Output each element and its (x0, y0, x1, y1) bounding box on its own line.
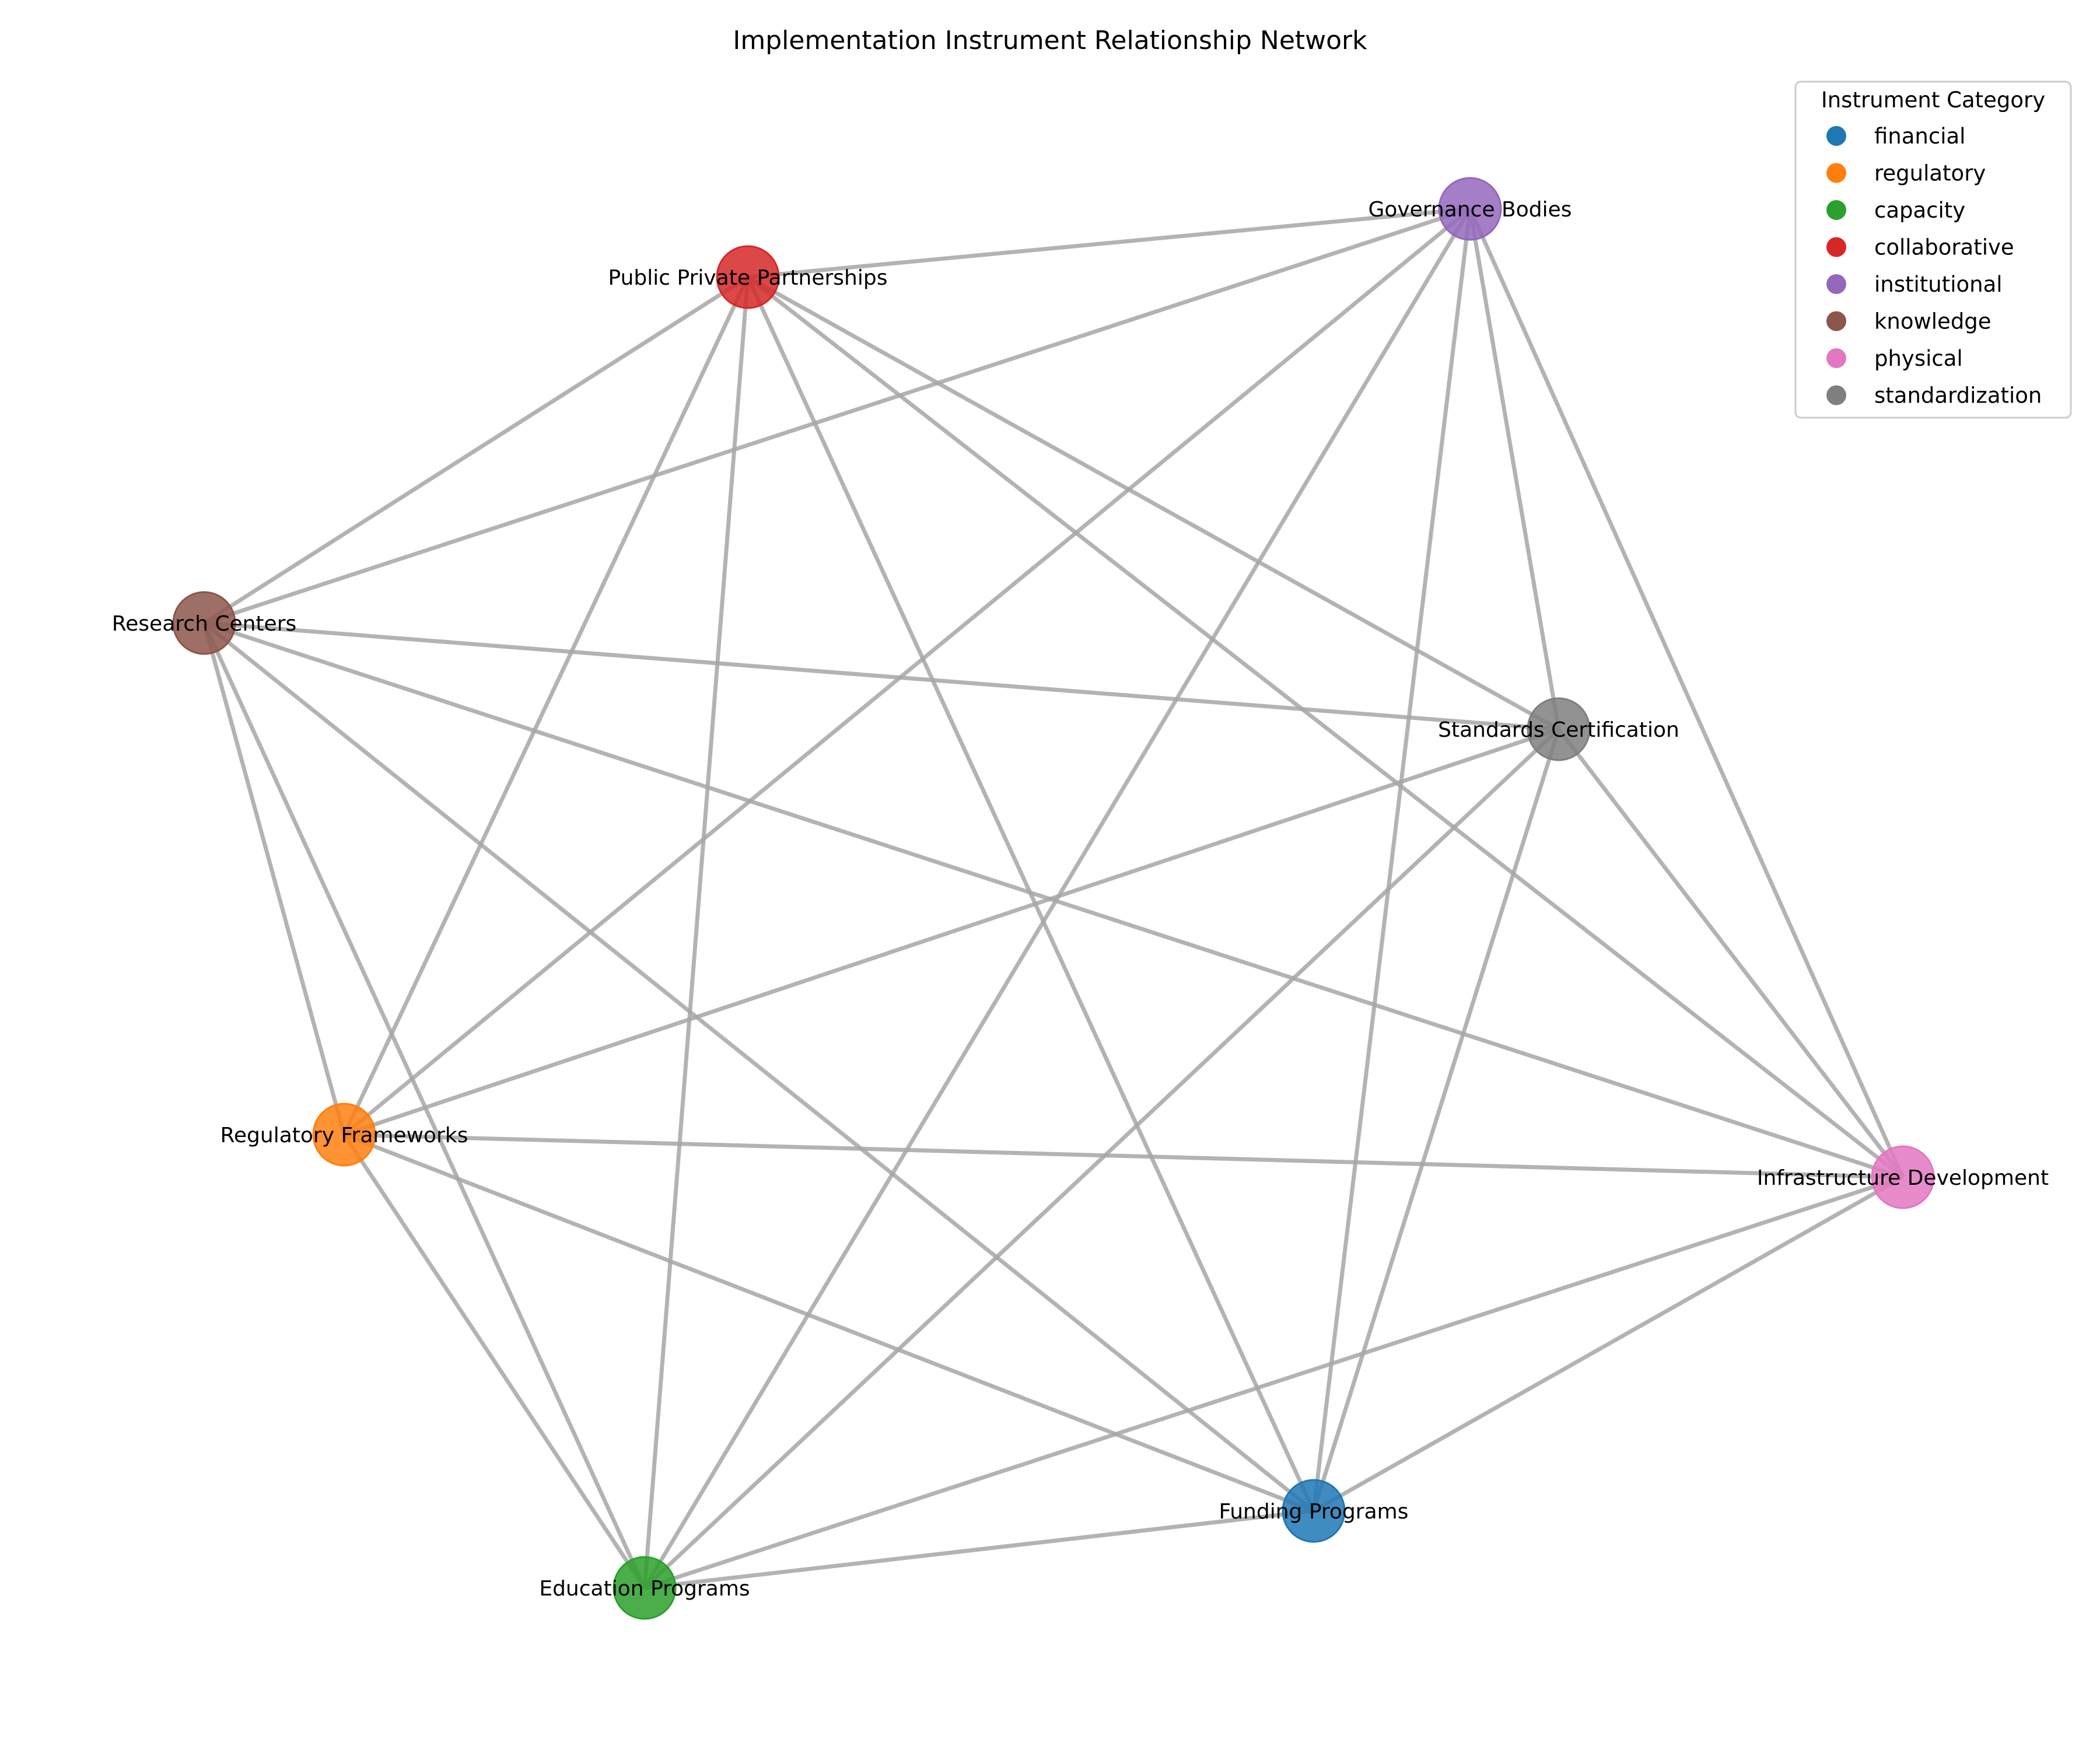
legend-label-financial: financial (1874, 124, 1965, 149)
label-layer: Public Private Partnerships Governance Bo… (112, 198, 2049, 1601)
edge-gov-inf (1468, 208, 1905, 1178)
edge-std-fund (1311, 728, 1561, 1512)
edge-res-edu (202, 622, 647, 1589)
edge-inf-fund (1312, 1175, 1904, 1513)
legend-marker-standardization (1826, 385, 1846, 405)
node-label-reg: Regulatory Frameworks (220, 1124, 468, 1147)
node-res[interactable] (172, 591, 236, 655)
chart-title: Implementation Instrument Relationship N… (733, 26, 1367, 55)
legend-label-collaborative: collaborative (1874, 235, 2014, 260)
legend-marker-regulatory (1826, 163, 1846, 183)
legend-item-capacity: capacity (1826, 198, 1965, 223)
edge-gov-fund (1311, 208, 1472, 1511)
node-label-fund: Funding Programs (1219, 1500, 1409, 1524)
node-edu[interactable] (612, 1556, 677, 1620)
legend-item-knowledge: knowledge (1826, 309, 1992, 334)
legend-item-regulatory: regulatory (1826, 161, 1986, 186)
node-gov[interactable] (1438, 177, 1502, 241)
edge-ppp-res (203, 275, 749, 625)
legend-marker-collaborative (1826, 237, 1846, 257)
edge-reg-inf (344, 1132, 1903, 1180)
legend-item-financial: financial (1826, 124, 1965, 149)
edge-ppp-std (747, 275, 1560, 732)
legend-label-regulatory: regulatory (1874, 161, 1986, 186)
edge-ppp-gov (747, 207, 1471, 279)
legend-label-capacity: capacity (1874, 198, 1965, 223)
legend: Instrument Category financial regulatory c… (1794, 81, 2072, 419)
edge-fund-edu (644, 1509, 1314, 1590)
legend-marker-physical (1826, 348, 1846, 368)
node-reg[interactable] (312, 1103, 376, 1167)
edge-res-fund (202, 621, 1315, 1513)
edge-ppp-reg (342, 276, 750, 1136)
edge-res-reg (202, 622, 346, 1135)
edge-ppp-inf (746, 275, 1905, 1179)
edge-res-inf (203, 621, 1904, 1180)
node-std[interactable] (1527, 697, 1591, 761)
node-inf[interactable] (1871, 1145, 1935, 1209)
edge-reg-edu (342, 1133, 646, 1589)
legend-marker-knowledge (1826, 311, 1846, 331)
edge-reg-fund (343, 1132, 1315, 1513)
node-label-std: Standards Certification (1438, 718, 1679, 742)
legend-label-knowledge: knowledge (1874, 309, 1992, 334)
edge-gov-res (203, 207, 1471, 625)
node-ppp[interactable] (716, 245, 780, 309)
node-label-ppp: Public Private Partnerships (608, 266, 888, 290)
legend-marker-institutional (1826, 274, 1846, 294)
legend-label-physical: physical (1874, 346, 1963, 371)
node-label-gov: Governance Bodies (1368, 198, 1572, 222)
edge-res-std (204, 621, 1559, 732)
edge-std-inf (1557, 727, 1905, 1179)
node-layer (172, 177, 1935, 1620)
edge-std-reg (343, 727, 1560, 1137)
legend-frame (1794, 81, 2072, 419)
node-fund[interactable] (1282, 1479, 1346, 1543)
legend-title: Instrument Category (1821, 88, 2045, 113)
edge-layer (202, 207, 1905, 1590)
legend-item-institutional: institutional (1826, 272, 2003, 297)
edge-std-edu (643, 727, 1560, 1590)
edge-inf-edu (643, 1175, 1904, 1590)
legend-item-collaborative: collaborative (1826, 235, 2014, 260)
legend-label-institutional: institutional (1874, 272, 2003, 297)
node-label-edu: Education Programs (539, 1577, 750, 1601)
node-label-inf: Infrastructure Development (1757, 1166, 2049, 1190)
edge-gov-std (1468, 208, 1561, 730)
edge-gov-reg (342, 207, 1472, 1136)
legend-label-standardization: standardization (1874, 383, 2042, 408)
legend-marker-capacity (1826, 200, 1846, 220)
legend-item-standardization: standardization (1826, 383, 2042, 408)
node-label-res: Research Centers (112, 612, 297, 636)
legend-item-physical: physical (1826, 346, 1963, 371)
legend-marker-financial (1826, 126, 1846, 146)
legend-items: financial regulatory capacity collaborative… (1826, 124, 2042, 408)
edge-ppp-edu (642, 277, 750, 1588)
